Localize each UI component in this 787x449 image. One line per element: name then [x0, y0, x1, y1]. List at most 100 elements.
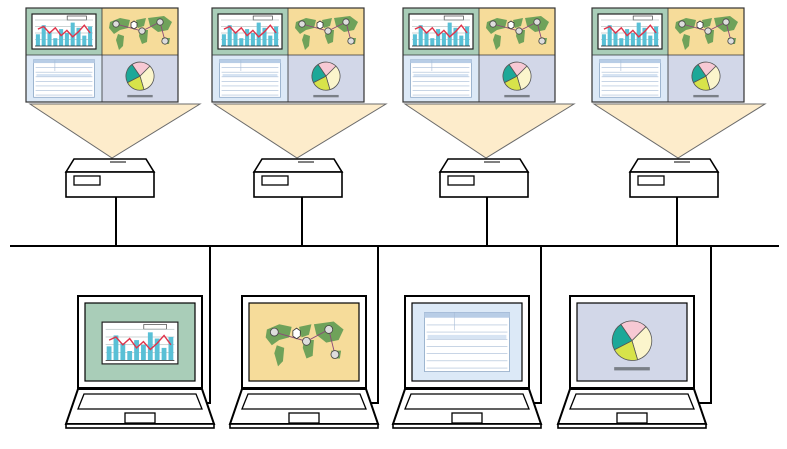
- map-pin: [704, 27, 712, 35]
- pie-slice: [139, 65, 155, 91]
- map-pin: [722, 18, 730, 26]
- laptop-icon: [556, 295, 708, 429]
- laptop-base-edge: [229, 423, 379, 429]
- chart-bar: [59, 29, 64, 46]
- projected-panel-chart: [592, 8, 668, 55]
- projected-screen: [211, 7, 365, 103]
- chart-bar: [262, 27, 267, 46]
- projected-panel-map: [479, 8, 555, 55]
- laptop-icon: [64, 295, 216, 429]
- chart-bar: [70, 22, 75, 46]
- chart-trend-line: [223, 24, 277, 38]
- map-pin: [727, 37, 735, 45]
- pie-slice: [502, 63, 518, 84]
- chart-bar: [268, 35, 273, 46]
- projector-icon: [252, 158, 344, 198]
- map-route: [115, 21, 166, 42]
- table-header: [424, 312, 510, 318]
- laptop-screen-chart: [101, 321, 179, 365]
- laptop-screen-table: [424, 311, 510, 372]
- projected-panel-pie: [288, 55, 364, 102]
- projected-panel-map: [102, 8, 178, 55]
- chart-bar: [453, 27, 458, 46]
- projected-panel-map: [668, 8, 744, 55]
- projected-panel-table: [403, 55, 479, 102]
- projector-lens-window: [261, 175, 289, 186]
- laptop-keyboard: [77, 393, 203, 410]
- map-pin: [112, 20, 120, 28]
- laptop-screen-map: [265, 321, 344, 367]
- chart-bar: [161, 347, 167, 361]
- map-pin: [156, 18, 164, 26]
- chart-bar: [418, 25, 423, 46]
- chart-bar: [648, 35, 653, 46]
- chart-bar: [654, 26, 659, 46]
- projector-top: [64, 158, 156, 173]
- table-band: [602, 73, 658, 77]
- map-pin: [302, 336, 311, 346]
- map-route: [492, 21, 543, 42]
- projected-panel-chart: [403, 8, 479, 55]
- map-pin: [330, 350, 340, 359]
- projected-screens: [25, 7, 745, 103]
- map-pin: [678, 20, 686, 28]
- laptop-keyboard: [569, 393, 695, 410]
- chart-bar: [239, 38, 244, 46]
- projector-top: [252, 158, 344, 173]
- chart-bar: [601, 34, 606, 46]
- chart-bar: [227, 25, 232, 46]
- chart-bar: [441, 33, 446, 46]
- pie-slice: [516, 65, 532, 91]
- projected-panel-pie: [479, 55, 555, 102]
- chart-bar: [106, 346, 112, 361]
- map-continent: [322, 18, 332, 28]
- table-header: [410, 59, 472, 64]
- map-pin: [324, 325, 334, 334]
- projected-screen: [25, 7, 179, 103]
- projector-beam: [403, 103, 576, 159]
- laptop-touchpad: [616, 412, 648, 424]
- map-pin: [324, 27, 332, 35]
- pie-caption-bar: [504, 94, 530, 98]
- projected-panel-chart: [212, 8, 288, 55]
- chart-bar: [430, 38, 435, 46]
- map-route: [301, 21, 352, 42]
- pie-slice: [631, 326, 653, 361]
- map-pin: [515, 27, 523, 35]
- pie-slice: [311, 63, 327, 84]
- projected-panel-map: [288, 8, 364, 55]
- chart-bar: [436, 29, 441, 46]
- chart-bar: [250, 33, 255, 46]
- chart-bar: [41, 25, 46, 46]
- projected-panel-pie: [102, 55, 178, 102]
- projectors: [64, 158, 720, 198]
- laptops: [64, 295, 708, 429]
- table-band: [36, 73, 92, 77]
- chart-legend-box: [632, 15, 653, 21]
- chart-bar: [134, 340, 139, 361]
- chart-bar: [636, 22, 641, 46]
- map-pin: [489, 20, 497, 28]
- chart-trend-line: [37, 24, 91, 38]
- map-marker: [696, 20, 704, 30]
- laptop-keyboard: [241, 393, 367, 410]
- map-continent: [116, 34, 124, 50]
- projected-panel-pie: [668, 55, 744, 102]
- projector-icon: [438, 158, 530, 198]
- laptop-icon: [391, 295, 543, 429]
- projector-icon: [628, 158, 720, 198]
- chart-bar: [82, 35, 87, 46]
- map-marker: [130, 20, 138, 30]
- laptop-touchpad: [451, 412, 483, 424]
- projector-beam: [212, 103, 388, 159]
- pie-caption-bar: [693, 94, 719, 98]
- laptop-touchpad: [124, 412, 156, 424]
- map-route: [681, 21, 732, 42]
- chart-legend-box: [66, 15, 87, 21]
- map-pin: [161, 37, 169, 45]
- map-continent: [702, 18, 712, 28]
- laptop-icon: [228, 295, 380, 429]
- map-route: [274, 328, 336, 355]
